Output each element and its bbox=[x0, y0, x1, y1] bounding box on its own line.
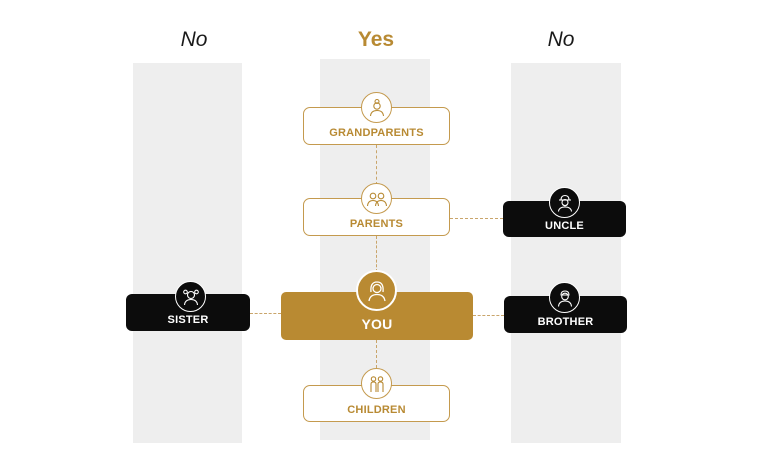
connector-parents-uncle bbox=[450, 218, 503, 219]
grandparents-icon bbox=[361, 92, 392, 123]
column-header-center: Yes bbox=[357, 28, 395, 51]
connector-you-children bbox=[376, 340, 377, 368]
uncle-icon bbox=[549, 187, 580, 218]
column-header-left: No bbox=[180, 28, 208, 51]
node-grandparents-label: GRANDPARENTS bbox=[329, 127, 424, 139]
column-right-bg bbox=[511, 63, 621, 443]
connector-you-brother bbox=[473, 315, 504, 316]
children-icon bbox=[361, 368, 392, 399]
node-you-label: YOU bbox=[361, 316, 393, 332]
node-children-label: CHILDREN bbox=[347, 404, 406, 416]
node-parents-label: PARENTS bbox=[349, 218, 404, 230]
connector-parents-you bbox=[376, 236, 377, 272]
connector-grandparents-parents bbox=[376, 145, 377, 185]
node-sister-label: SISTER bbox=[167, 314, 209, 326]
node-uncle: UNCLE bbox=[503, 201, 626, 237]
parents-icon bbox=[361, 183, 392, 214]
node-brother-label: BROTHER bbox=[537, 316, 594, 328]
sister-icon bbox=[175, 281, 206, 312]
node-uncle-label: UNCLE bbox=[545, 220, 584, 232]
column-header-right: No bbox=[547, 28, 575, 51]
connector-sister-you bbox=[250, 313, 281, 314]
you-icon bbox=[356, 270, 397, 311]
column-left-bg bbox=[133, 63, 242, 443]
brother-icon bbox=[549, 282, 580, 313]
